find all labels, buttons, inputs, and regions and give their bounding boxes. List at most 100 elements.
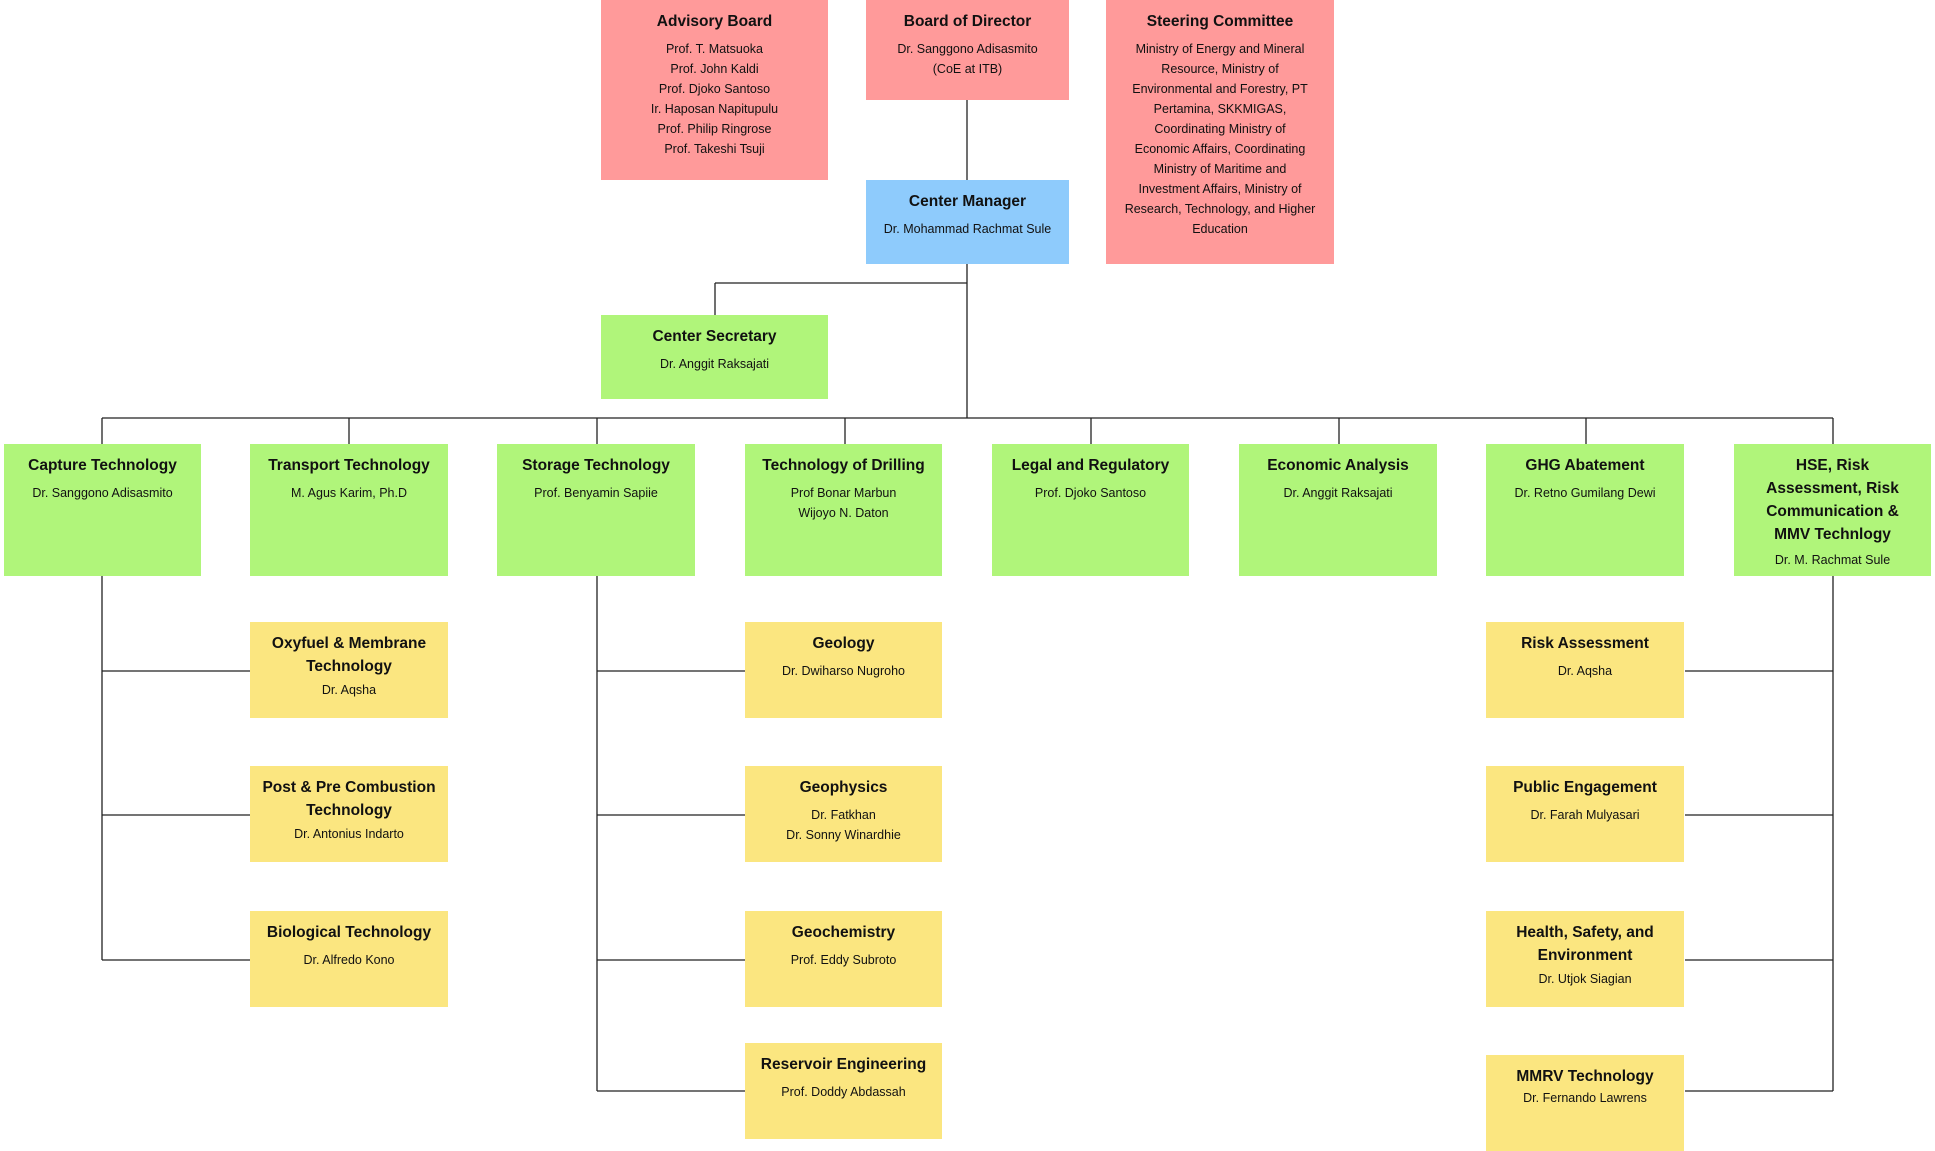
member-name: Prof. Benyamin Sapiie (534, 486, 658, 500)
center-secretary-title: Center Secretary (652, 328, 777, 345)
member-line: Research, Technology, and Higher (1124, 202, 1316, 216)
member-line: Education (1192, 222, 1248, 236)
subunit-post-pre-combustion: Post & Pre Combustion Technology Dr. Ant… (250, 766, 448, 862)
board-of-director-box: Board of Director Dr. Sanggono Adisasmit… (866, 0, 1069, 100)
member-name: Dr. Antonius Indarto (294, 827, 404, 841)
subunit-title: Reservoir Engineering (760, 1056, 927, 1073)
advisory-board-members: Prof. T. Matsuoka Prof. John Kaldi Prof.… (651, 39, 778, 159)
subunit-biological-technology: Biological Technology Dr. Alfredo Kono (250, 911, 448, 1007)
center-manager-box: Center Manager Dr. Mohammad Rachmat Sule (866, 180, 1069, 264)
subunit-title: Oxyfuel & Membrane Technology (271, 635, 427, 675)
division-title: Legal and Regulatory (1011, 457, 1170, 474)
subunit-lead: Dr. Antonius Indarto (294, 824, 404, 844)
subunit-title: Public Engagement (1513, 779, 1657, 796)
member-name: Prof. Doddy Abdassah (781, 1085, 906, 1099)
member-name: (CoE at ITB) (932, 62, 1003, 76)
division-lead: Prof Bonar Marbun Wijoyo N. Daton (791, 483, 897, 523)
division-title: HSE, Risk Assessment, Risk Communication… (1766, 457, 1899, 543)
member-name: Dr. Anggit Raksajati (659, 357, 770, 371)
subunit-title: Geophysics (799, 779, 888, 796)
subunit-title: Risk Assessment (1521, 635, 1649, 652)
division-lead: Prof. Benyamin Sapiie (534, 483, 658, 503)
member-name: Dr. Sanggono Adisasmito (32, 486, 173, 500)
member-line: Resource, Ministry of (1161, 62, 1279, 76)
subunit-geophysics: Geophysics Dr. Fatkhan Dr. Sonny Winardh… (745, 766, 942, 862)
subunit-lead: Dr. Farah Mulyasari (1530, 805, 1639, 825)
division-ghg-abatement: GHG Abatement Dr. Retno Gumilang Dewi (1486, 444, 1684, 576)
subunit-health-safety-environment: Health, Safety, and Environment Dr. Utjo… (1486, 911, 1684, 1007)
subunit-lead: Dr. Dwiharso Nugroho (782, 661, 905, 681)
division-lead: M. Agus Karim, Ph.D (291, 483, 407, 503)
board-of-director-members: Dr. Sanggono Adisasmito (CoE at ITB) (897, 39, 1037, 79)
division-title: Storage Technology (522, 457, 670, 474)
member-name: Dr. Fernando Lawrens (1523, 1091, 1647, 1105)
subunit-title: Biological Technology (266, 924, 432, 941)
subunit-lead: Dr. Alfredo Kono (303, 950, 394, 970)
steering-committee-title: Steering Committee (1146, 13, 1294, 30)
member-name: Dr. Aqsha (1557, 664, 1613, 678)
subunit-lead: Dr. Aqsha (322, 680, 376, 700)
member-name: Dr. Retno Gumilang Dewi (1514, 486, 1656, 500)
division-lead: Dr. Anggit Raksajati (1283, 483, 1392, 503)
member-name: Dr. Dwiharso Nugroho (782, 664, 905, 678)
subunit-lead: Dr. Utjok Siagian (1538, 969, 1631, 989)
division-lead: Dr. Retno Gumilang Dewi (1514, 483, 1655, 503)
division-title: Technology of Drilling (762, 457, 925, 474)
member-name: Dr. Sonny Winardhie (786, 828, 901, 842)
center-secretary-box: Center Secretary Dr. Anggit Raksajati (601, 315, 828, 399)
division-transport-technology: Transport Technology M. Agus Karim, Ph.D (250, 444, 448, 576)
subunit-title: Post & Pre Combustion Technology (262, 779, 436, 819)
division-lead: Prof. Djoko Santoso (1035, 483, 1146, 503)
division-economic-analysis: Economic Analysis Dr. Anggit Raksajati (1239, 444, 1437, 576)
member-name: Prof. Takeshi Tsuji (664, 142, 765, 156)
member-name: Prof. T. Matsuoka (665, 42, 764, 56)
member-name: Ir. Haposan Napitupulu (650, 102, 779, 116)
division-legal-and-regulatory: Legal and Regulatory Prof. Djoko Santoso (992, 444, 1189, 576)
subunit-risk-assessment: Risk Assessment Dr. Aqsha (1486, 622, 1684, 718)
division-title: Economic Analysis (1267, 457, 1409, 474)
advisory-board-title: Advisory Board (656, 13, 773, 30)
member-line: Investment Affairs, Ministry of (1138, 182, 1302, 196)
member-name: Prof. Djoko Santoso (658, 82, 771, 96)
division-lead: Dr. M. Rachmat Sule (1775, 550, 1890, 570)
division-title: GHG Abatement (1525, 457, 1645, 474)
member-name: Prof Bonar Marbun (790, 486, 897, 500)
member-name: Dr. Farah Mulyasari (1530, 808, 1640, 822)
division-storage-technology: Storage Technology Prof. Benyamin Sapiie (497, 444, 695, 576)
member-line: Environmental and Forestry, PT (1132, 82, 1308, 96)
member-name: Prof. John Kaldi (670, 62, 759, 76)
member-name: Dr. Anggit Raksajati (1283, 486, 1393, 500)
center-manager-members: Dr. Mohammad Rachmat Sule (884, 219, 1051, 239)
advisory-board-box: Advisory Board Prof. T. Matsuoka Prof. J… (601, 0, 828, 180)
center-secretary-members: Dr. Anggit Raksajati (660, 354, 769, 374)
member-name: Dr. Alfredo Kono (303, 953, 395, 967)
subunit-title: Geochemistry (791, 924, 896, 941)
subunit-lead: Prof. Eddy Subroto (791, 950, 897, 970)
subunit-mmrv-technology: MMRV Technology Dr. Fernando Lawrens (1486, 1055, 1684, 1151)
subunit-lead: Dr. Aqsha (1558, 661, 1612, 681)
board-of-director-title: Board of Director (903, 13, 1032, 30)
division-hse-risk-mmv: HSE, Risk Assessment, Risk Communication… (1734, 444, 1931, 576)
subunit-title: MMRV Technology (1516, 1068, 1654, 1085)
member-name: Wijoyo N. Daton (798, 506, 889, 520)
member-line: Pertamina, SKKMIGAS, (1153, 102, 1287, 116)
subunit-lead: Prof. Doddy Abdassah (781, 1082, 905, 1102)
subunit-geochemistry: Geochemistry Prof. Eddy Subroto (745, 911, 942, 1007)
division-capture-technology: Capture Technology Dr. Sanggono Adisasmi… (4, 444, 201, 576)
member-name: Dr. Fatkhan (811, 808, 876, 822)
subunit-public-engagement: Public Engagement Dr. Farah Mulyasari (1486, 766, 1684, 862)
division-title: Capture Technology (28, 457, 177, 474)
member-name: M. Agus Karim, Ph.D (290, 486, 407, 500)
member-line: Coordinating Ministry of (1154, 122, 1286, 136)
subunit-title: Health, Safety, and Environment (1516, 924, 1654, 964)
member-line: Ministry of Maritime and (1153, 162, 1287, 176)
member-name: Dr. M. Rachmat Sule (1774, 553, 1891, 567)
division-title: Transport Technology (268, 457, 430, 474)
subunit-title: Geology (812, 635, 875, 652)
member-name: Prof. Eddy Subroto (790, 953, 897, 967)
subunit-geology: Geology Dr. Dwiharso Nugroho (745, 622, 942, 718)
subunit-reservoir-engineering: Reservoir Engineering Prof. Doddy Abdass… (745, 1043, 942, 1139)
center-manager-title: Center Manager (908, 193, 1027, 210)
member-name: Dr. Mohammad Rachmat Sule (883, 222, 1052, 236)
